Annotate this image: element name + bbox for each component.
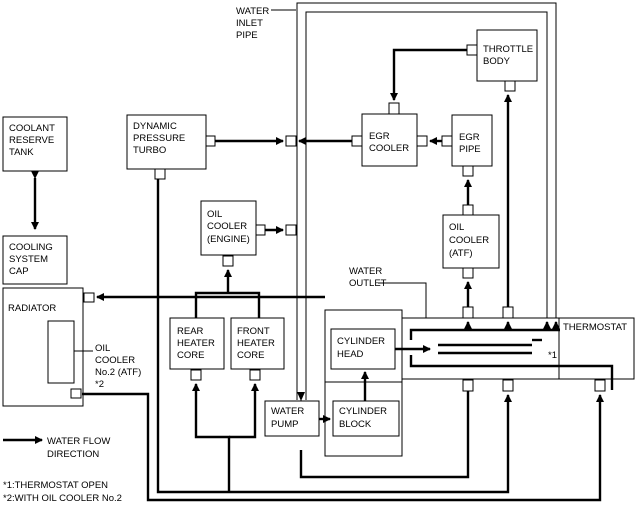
front-heater-core-label-1: FRONT (237, 326, 270, 337)
rear-heater-core-label-1: REAR (177, 326, 204, 337)
coolant-reserve-tank-label-3: TANK (9, 147, 34, 158)
oil-cooler-atf-label-2: COOLER (449, 235, 489, 246)
coolant-reserve-tank-box (2, 116, 68, 172)
egr-cooler-label-2: COOLER (369, 143, 409, 154)
oil-cooler-no2-label-1: OIL (95, 343, 110, 354)
oil-cooler-no2-label-2: COOLER (95, 355, 135, 366)
cooling-system-cap-box (2, 235, 68, 285)
throttle-body-label-2: BODY (483, 56, 511, 67)
cooling-system-cap-label-1: COOLING (9, 242, 53, 253)
cylinder-head-label-2: HEAD (337, 349, 364, 360)
cylinder-head-label-1: CYLINDER (337, 336, 385, 347)
oil-cooler-no2-box (47, 320, 75, 384)
water-inlet-pipe-label-1: WATER (236, 6, 269, 17)
rear-heater-core-label-3: CORE (177, 350, 204, 361)
dynamic-pressure-turbo-label-1: DYNAMIC (133, 121, 177, 132)
egr-cooler-label-1: EGR (369, 131, 390, 142)
oil-cooler-atf-box (442, 214, 500, 269)
water-inlet-pipe-label-3: PIPE (236, 30, 258, 41)
front-heater-core-box (230, 317, 285, 370)
thermostat-note-marker: *1 (548, 350, 557, 361)
cylinder-head-box (330, 328, 396, 370)
thermostat-box (558, 317, 635, 380)
legend-label-2: DIRECTION (47, 449, 99, 460)
water-pump-label-2: PUMP (271, 419, 298, 430)
oil-cooler-no2-label-4: *2 (95, 379, 104, 390)
egr-pipe-box (451, 114, 493, 167)
egr-pipe-label-2: PIPE (459, 144, 481, 155)
front-heater-core-label-2: HEATER (237, 338, 275, 349)
oil-cooler-atf-label-1: OIL (449, 222, 464, 233)
water-outlet-label-2: OUTLET (349, 278, 387, 289)
egr-cooler-box (361, 113, 418, 167)
water-inlet-pipe-label-2: INLET (236, 18, 263, 29)
water-pump-label-1: WATER (271, 406, 304, 417)
cooling-system-cap-label-2: SYSTEM (9, 254, 48, 265)
oil-cooler-engine-label-3: (ENGINE) (207, 234, 250, 245)
rear-heater-core-label-2: HEATER (177, 338, 215, 349)
water-outlet-label-1: WATER (349, 266, 382, 277)
thermostat-label: THERMOSTAT (563, 322, 627, 333)
front-heater-core-label-3: CORE (237, 350, 264, 361)
egr-pipe-label-1: EGR (459, 132, 480, 143)
dynamic-pressure-turbo-label-3: TURBO (133, 145, 166, 156)
dynamic-pressure-turbo-label-2: PRESSURE (133, 133, 185, 144)
footnote-2: *2:WITH OIL COOLER No.2 (3, 493, 122, 504)
coolant-reserve-tank-label-1: COOLANT (9, 123, 55, 134)
oil-cooler-no2-label-3: No.2 (ATF) (95, 367, 141, 378)
radiator-label: RADIATOR (8, 303, 56, 314)
oil-cooler-atf-label-3: (ATF) (449, 248, 473, 259)
footnote-1: *1:THERMOSTAT OPEN (3, 480, 108, 491)
oil-cooler-engine-label-1: OIL (207, 209, 222, 220)
oil-cooler-engine-label-2: COOLER (207, 221, 247, 232)
rear-heater-core-box (169, 317, 225, 370)
cylinder-block-label-2: BLOCK (339, 419, 372, 430)
throttle-body-label-1: THROTTLE (483, 44, 533, 55)
cylinder-block-label-1: CYLINDER (339, 406, 387, 417)
cylinder-block-box (332, 400, 400, 437)
legend-label-1: WATER FLOW (47, 436, 110, 447)
cooling-system-cap-label-3: CAP (9, 266, 29, 277)
coolant-reserve-tank-label-2: RESERVE (9, 135, 54, 146)
